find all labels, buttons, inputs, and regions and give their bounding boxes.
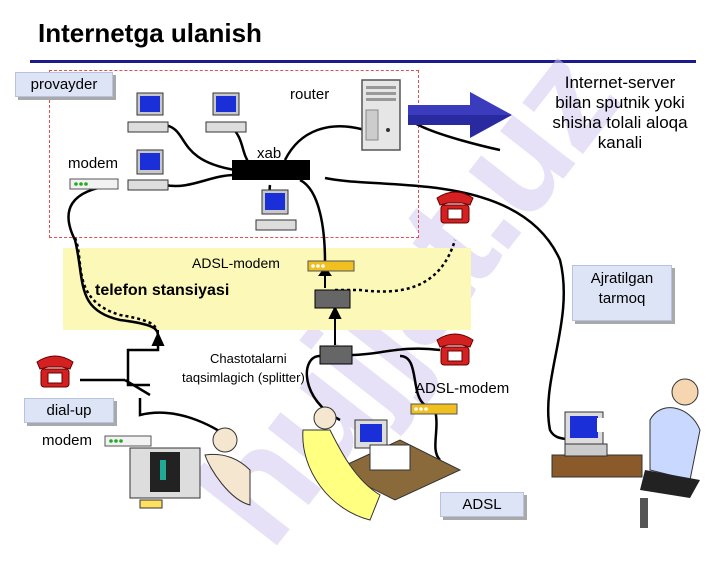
- dedicated-user-illustration: [551, 378, 701, 528]
- adsl-user-illustration: [302, 406, 462, 521]
- server-caption-line4: kanali: [597, 133, 643, 152]
- router-label: router: [290, 86, 330, 103]
- phone-icon-left: [36, 355, 74, 388]
- user-splitter: [319, 345, 353, 365]
- dedicated-line-text-1: Ajratilgan: [590, 270, 654, 287]
- provider-tag: provayder: [15, 72, 113, 97]
- modem-bottom-label: modem: [42, 432, 93, 449]
- dedicated-line-tag: Ajratilgan tarmoq: [572, 265, 672, 321]
- hub-label: xab: [257, 145, 282, 162]
- title-underline: [30, 60, 696, 63]
- adsl-modem-station-label: ADSL-modem: [192, 255, 280, 271]
- page-title: Internetga ulanish: [38, 18, 262, 48]
- splitter-label-line1: Chastotalarni: [210, 351, 287, 366]
- adsl-modem-station-icon: [307, 260, 355, 272]
- server-icon: [361, 79, 401, 151]
- adsl-modem-user-icon: [410, 403, 458, 415]
- dialup-tag: dial-up: [24, 398, 114, 423]
- adsl-tag: ADSL: [440, 492, 524, 517]
- dialup-user-illustration: [129, 427, 251, 509]
- phone-icon-top: [436, 191, 474, 224]
- computer-icon-2: [205, 92, 247, 133]
- dedicated-line-text-2: tarmoq: [598, 290, 646, 307]
- modem-icon-bottom: [104, 435, 152, 447]
- station-splitter: [314, 289, 351, 309]
- internet-server-caption: Internet-server bilan sputnik yoki shish…: [520, 73, 720, 153]
- server-caption-line1: Internet-server: [564, 73, 676, 92]
- server-caption-line2: bilan sputnik yoki: [555, 93, 685, 112]
- computer-icon-1: [127, 92, 169, 133]
- station-label: telefon stansiyasi: [95, 282, 230, 299]
- computer-icon-3: [127, 149, 169, 191]
- dotted-phone-line: [335, 239, 457, 293]
- server-caption-line3: shisha tolali aloqa: [552, 113, 688, 132]
- modem-icon-top: [69, 178, 119, 190]
- phone-icon-right: [436, 333, 474, 366]
- computer-icon-4: [255, 189, 297, 231]
- hub-device: [232, 160, 310, 180]
- network-diagram: [36, 79, 701, 528]
- provider-zone: [49, 70, 419, 238]
- modem-top-label: modem: [68, 155, 119, 172]
- splitter-label-line2: taqsimlagich (splitter): [182, 370, 305, 385]
- adsl-modem-user-label: ADSL-modem: [415, 380, 510, 397]
